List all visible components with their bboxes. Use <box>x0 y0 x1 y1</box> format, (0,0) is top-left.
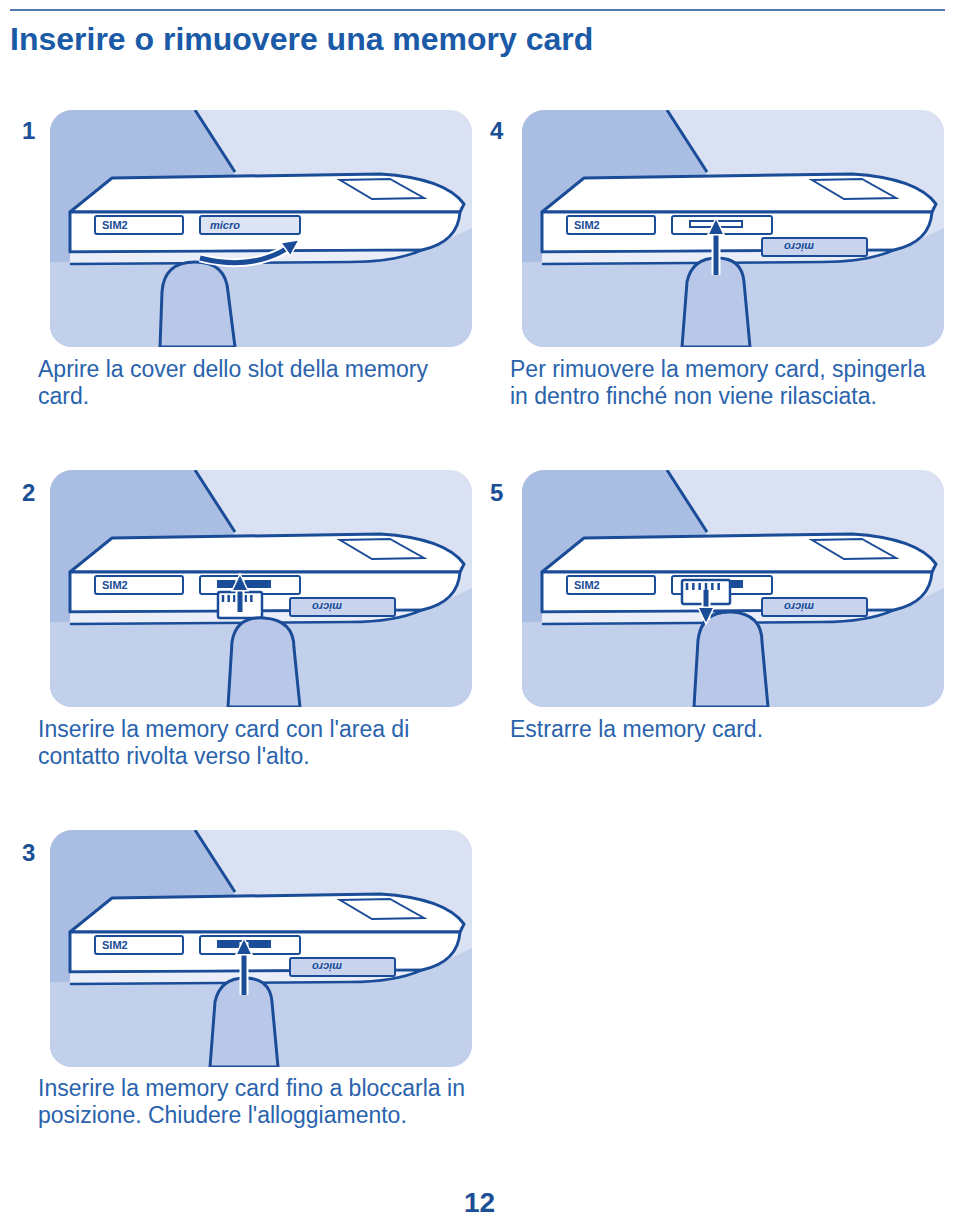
step-illustration <box>50 470 472 707</box>
panel-ground <box>50 470 472 707</box>
card-logo-label: micro <box>784 599 814 615</box>
step-illustration <box>522 470 944 707</box>
step-illustration <box>522 110 944 347</box>
arrow-line <box>200 244 294 263</box>
phone-detail <box>340 179 424 199</box>
arrow-head <box>281 240 299 256</box>
panel-ground <box>50 110 472 347</box>
card-contact <box>686 583 689 590</box>
card-contact <box>717 583 720 590</box>
sim-slot <box>95 216 183 234</box>
card-logo-label: micro <box>312 599 342 615</box>
card-contact <box>711 583 714 590</box>
step-number: 5 <box>490 480 503 506</box>
finger <box>694 612 768 707</box>
hand-edge <box>195 110 235 172</box>
arrow-halo <box>200 244 294 263</box>
phone-side <box>542 212 932 252</box>
card-logo-label: micro <box>784 239 814 255</box>
phone-detail <box>812 179 896 199</box>
step-caption: Estrarre la memory card. <box>510 716 940 743</box>
open-cover <box>290 958 395 976</box>
arrow-head <box>236 938 252 955</box>
slot-label: SIM2 <box>102 937 128 953</box>
card-slot <box>672 216 772 234</box>
hand-edge <box>667 470 707 532</box>
open-cover <box>290 598 395 616</box>
card-contact <box>250 595 253 602</box>
step-caption: Aprire la cover dello slot della memory … <box>38 356 468 410</box>
open-cover <box>762 238 867 256</box>
phone-side <box>70 212 460 252</box>
finger <box>228 618 300 707</box>
step-number: 1 <box>22 118 35 144</box>
step-caption: Inserire la memory card con l'area di co… <box>38 716 478 770</box>
phone-top <box>70 894 464 932</box>
phone-detail <box>340 899 424 919</box>
phone-side <box>70 572 460 612</box>
phone-detail <box>812 539 896 559</box>
step-number: 4 <box>490 118 503 144</box>
panel-ground <box>50 830 472 1067</box>
card-slot <box>200 936 300 954</box>
card-contact <box>705 583 708 590</box>
open-cover <box>762 598 867 616</box>
card-contact <box>222 595 225 602</box>
slot-label: SIM2 <box>102 577 128 593</box>
phone-top <box>70 534 464 572</box>
card-contact <box>244 595 247 602</box>
card-logo-label: micro <box>210 217 240 233</box>
top-rule <box>10 9 945 11</box>
phone-detail <box>340 539 424 559</box>
phone-top <box>70 174 464 212</box>
phone-side <box>70 932 460 972</box>
arrow-head <box>708 218 724 235</box>
page-number: 12 <box>464 1188 495 1219</box>
finger <box>160 262 235 347</box>
step-caption: Inserire la memory card fino a bloccarla… <box>38 1075 468 1129</box>
hand-edge <box>195 470 235 532</box>
slot-label: SIM2 <box>574 577 600 593</box>
panel-ground <box>522 470 944 707</box>
sim-slot <box>95 576 183 594</box>
panel-ground <box>522 110 944 347</box>
arrow-head <box>698 607 714 624</box>
page-title: Inserire o rimuovere una memory card <box>10 20 593 58</box>
slot-cover <box>200 216 300 234</box>
card-logo-label: micro <box>312 959 342 975</box>
card-contact <box>692 583 695 590</box>
step-illustration <box>50 830 472 1067</box>
step-caption: Per rimuovere la memory card, spingerla … <box>510 356 940 410</box>
hand-edge <box>195 830 235 892</box>
card-contact <box>698 583 701 590</box>
step-number: 2 <box>22 480 35 506</box>
sim-slot <box>95 936 183 954</box>
phone-top <box>542 174 936 212</box>
sim-slot <box>567 216 655 234</box>
step-number: 3 <box>22 840 35 866</box>
step-illustration <box>50 110 472 347</box>
card-contact <box>227 595 230 602</box>
arrow-head <box>232 574 248 591</box>
phone-side <box>542 572 932 612</box>
phone-top <box>542 534 936 572</box>
card-contact <box>233 595 236 602</box>
hand-edge <box>667 110 707 172</box>
sim-slot <box>567 576 655 594</box>
slot-label: SIM2 <box>574 217 600 233</box>
slot-label: SIM2 <box>102 217 128 233</box>
